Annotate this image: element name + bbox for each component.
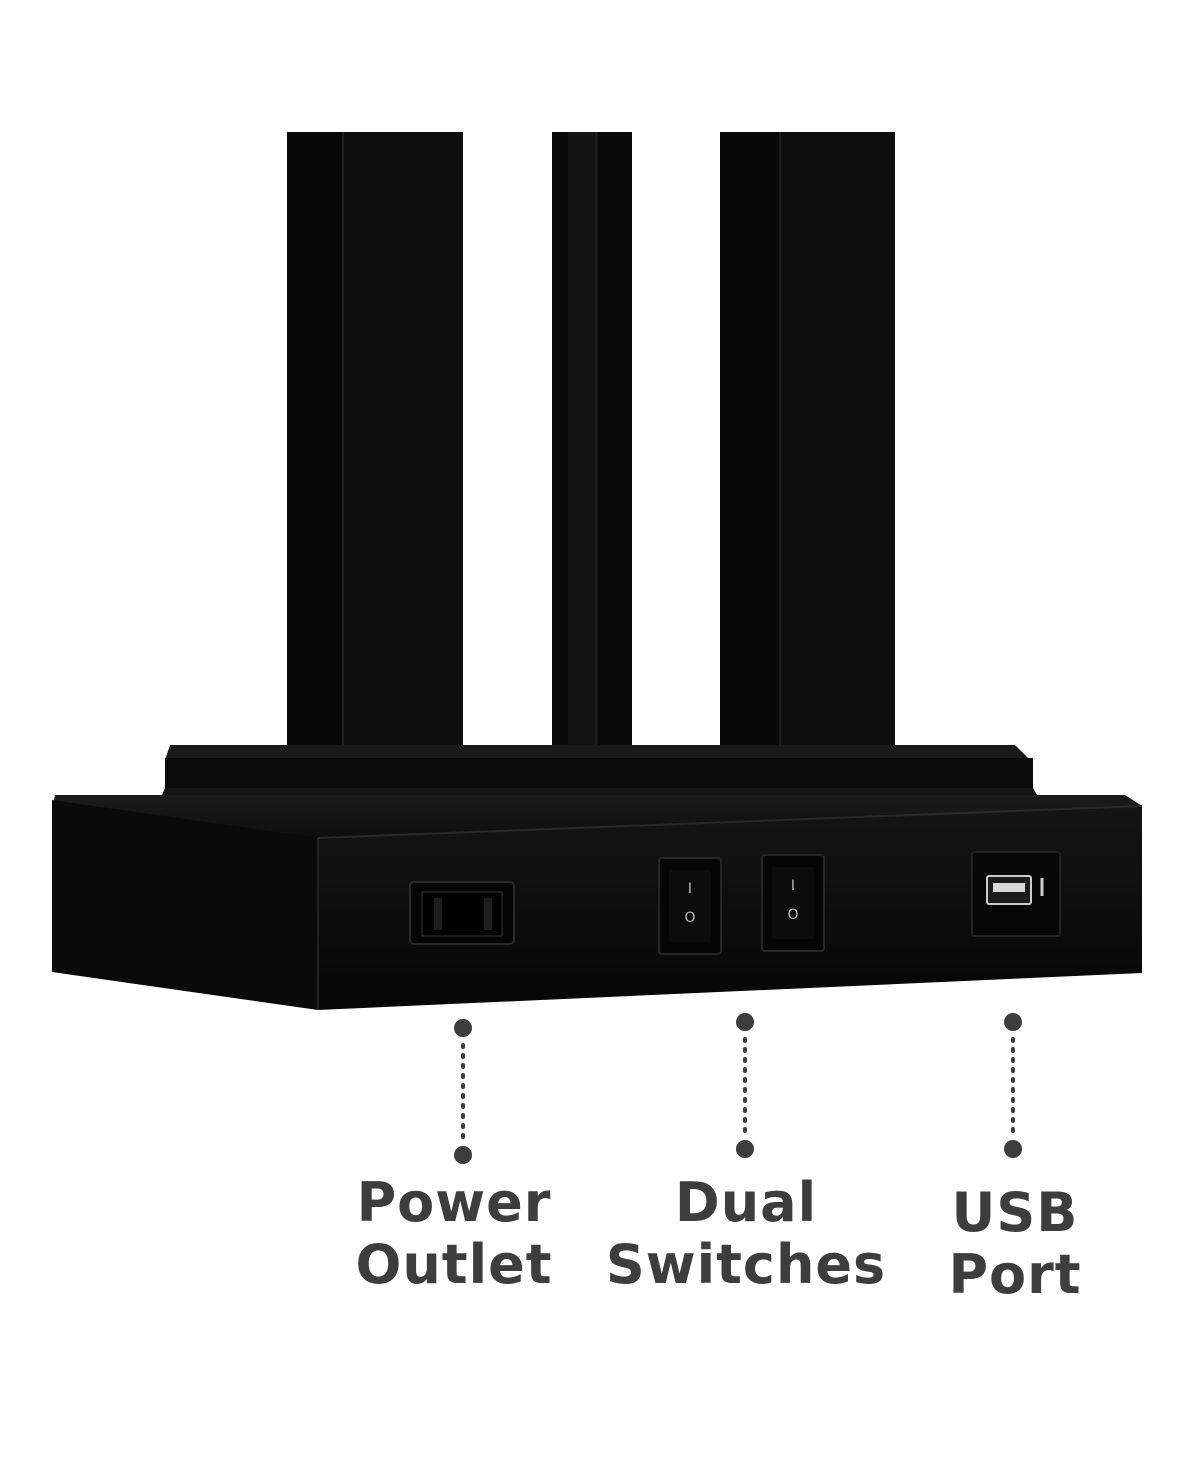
callout-power-outlet-line1: Power — [356, 1171, 552, 1234]
leader-power-outlet — [454, 1019, 472, 1164]
usb-port — [971, 851, 1061, 937]
switch-1-on-mark: I — [688, 881, 692, 897]
rocker-switch-2: I O — [761, 854, 825, 952]
base-left-side — [52, 800, 318, 1010]
upper-plinth — [160, 745, 1040, 800]
switch-2-on-mark: I — [791, 878, 795, 894]
callout-usb-port-line2: Port — [948, 1243, 1082, 1306]
switch-2-off-mark: O — [787, 907, 798, 923]
rocker-switch-1: I O — [658, 857, 722, 955]
callout-dual-switches-line2: Switches — [605, 1233, 887, 1296]
callout-power-outlet-line2: Outlet — [355, 1233, 553, 1296]
center-stem — [552, 132, 632, 754]
callout-dual-switches: Dual Switches — [596, 1172, 896, 1296]
switch-1-off-mark: O — [684, 910, 695, 926]
leader-usb-port — [1004, 1013, 1022, 1158]
left-post — [287, 132, 463, 754]
callout-usb-port: USB Port — [920, 1182, 1110, 1306]
base-front — [318, 806, 1142, 1010]
callout-power-outlet: Power Outlet — [334, 1172, 574, 1296]
base-top — [52, 795, 1142, 840]
power-outlet — [409, 881, 515, 945]
callout-dual-switches-line1: Dual — [674, 1171, 818, 1234]
callout-usb-port-line1: USB — [951, 1181, 1079, 1244]
right-post — [720, 132, 895, 754]
leader-dual-switches — [736, 1013, 754, 1158]
